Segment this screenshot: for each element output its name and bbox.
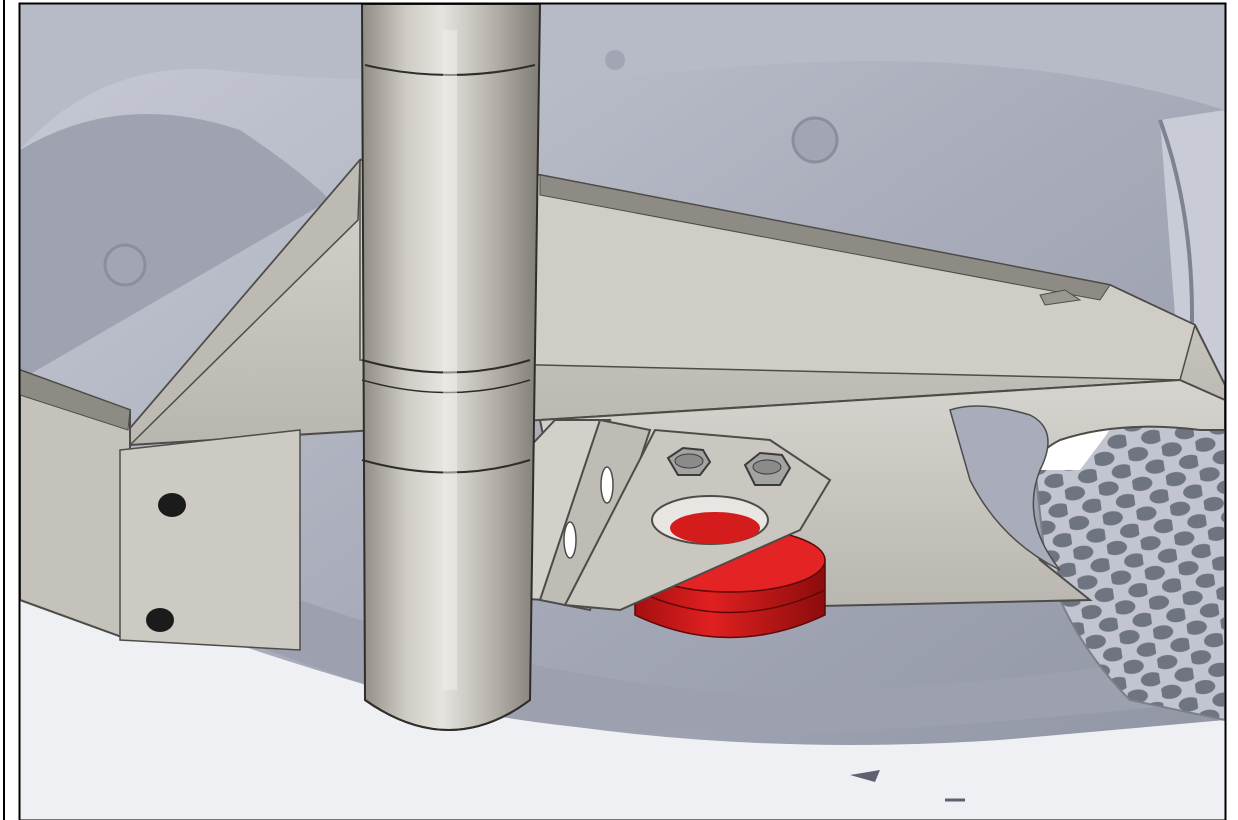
hex-nut-icon [666,446,712,476]
bolt-head-icon [158,493,186,517]
left-edge-line [3,0,5,820]
exhaust-pipe [360,3,542,731]
mount-plate [563,428,832,612]
viewport-border [18,2,1227,820]
hex-nut-icon [743,451,792,486]
frame-rail-left [19,368,301,651]
bolt-head-icon [146,608,174,632]
